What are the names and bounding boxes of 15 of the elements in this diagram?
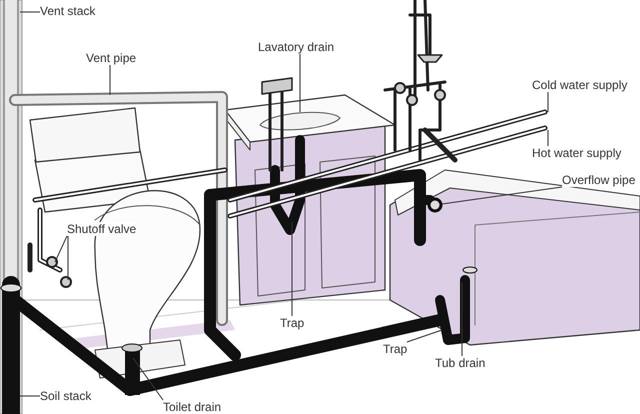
part-label: Tub drain bbox=[435, 356, 486, 370]
leader-line bbox=[54, 236, 68, 262]
part-label: Overflow pipe bbox=[562, 173, 636, 187]
part-label: Shutoff valve bbox=[67, 222, 136, 236]
part-label: Trap bbox=[383, 342, 408, 356]
part-label: Trap bbox=[280, 316, 304, 330]
leader-line bbox=[406, 330, 442, 342]
leader-line bbox=[132, 358, 164, 400]
part-label: Toilet drain bbox=[163, 400, 222, 414]
part-label: Hot water supply bbox=[532, 146, 622, 160]
part-label: Lavatory drain bbox=[258, 40, 334, 54]
part-label: Vent pipe bbox=[86, 51, 136, 65]
part-label: Cold water supply bbox=[532, 78, 628, 92]
part-label: Soil stack bbox=[40, 389, 92, 403]
part-label: Vent stack bbox=[40, 4, 96, 18]
